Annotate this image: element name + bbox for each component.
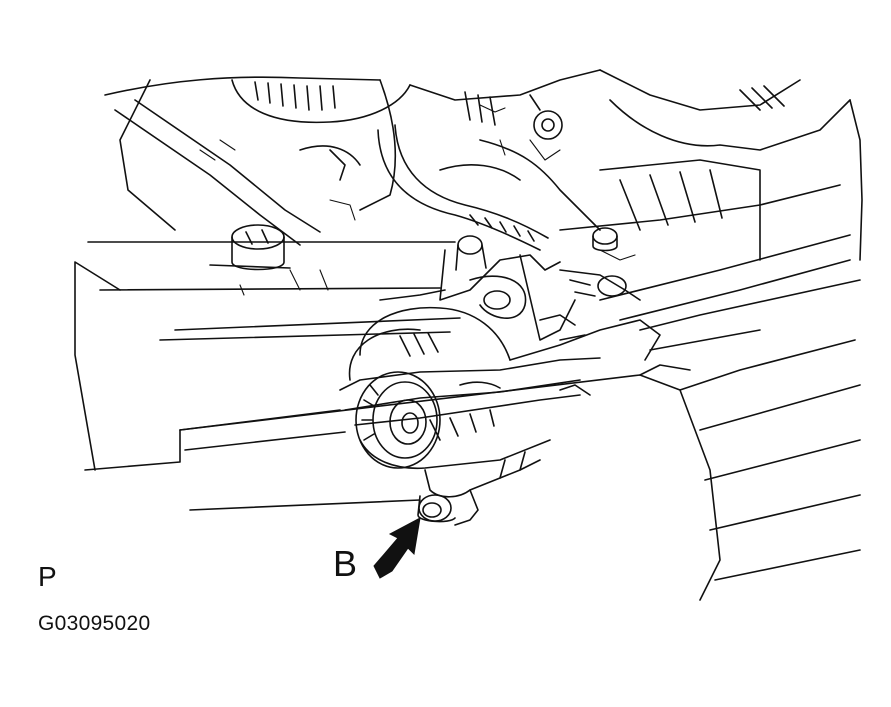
alternator (340, 308, 660, 469)
figure-id-label: G03095020 (38, 612, 151, 635)
engine-upper (105, 70, 850, 260)
fine-detail (200, 105, 635, 295)
alternator-bracket (380, 236, 640, 340)
grille-frame (75, 100, 862, 600)
grommet (593, 228, 617, 251)
reservoir-cap (210, 225, 290, 270)
callout-label-b: B (333, 543, 358, 584)
pulley (356, 372, 440, 468)
lower-housing (418, 452, 540, 525)
view-code-label: P (38, 561, 57, 592)
arrow-icon (373, 517, 421, 579)
